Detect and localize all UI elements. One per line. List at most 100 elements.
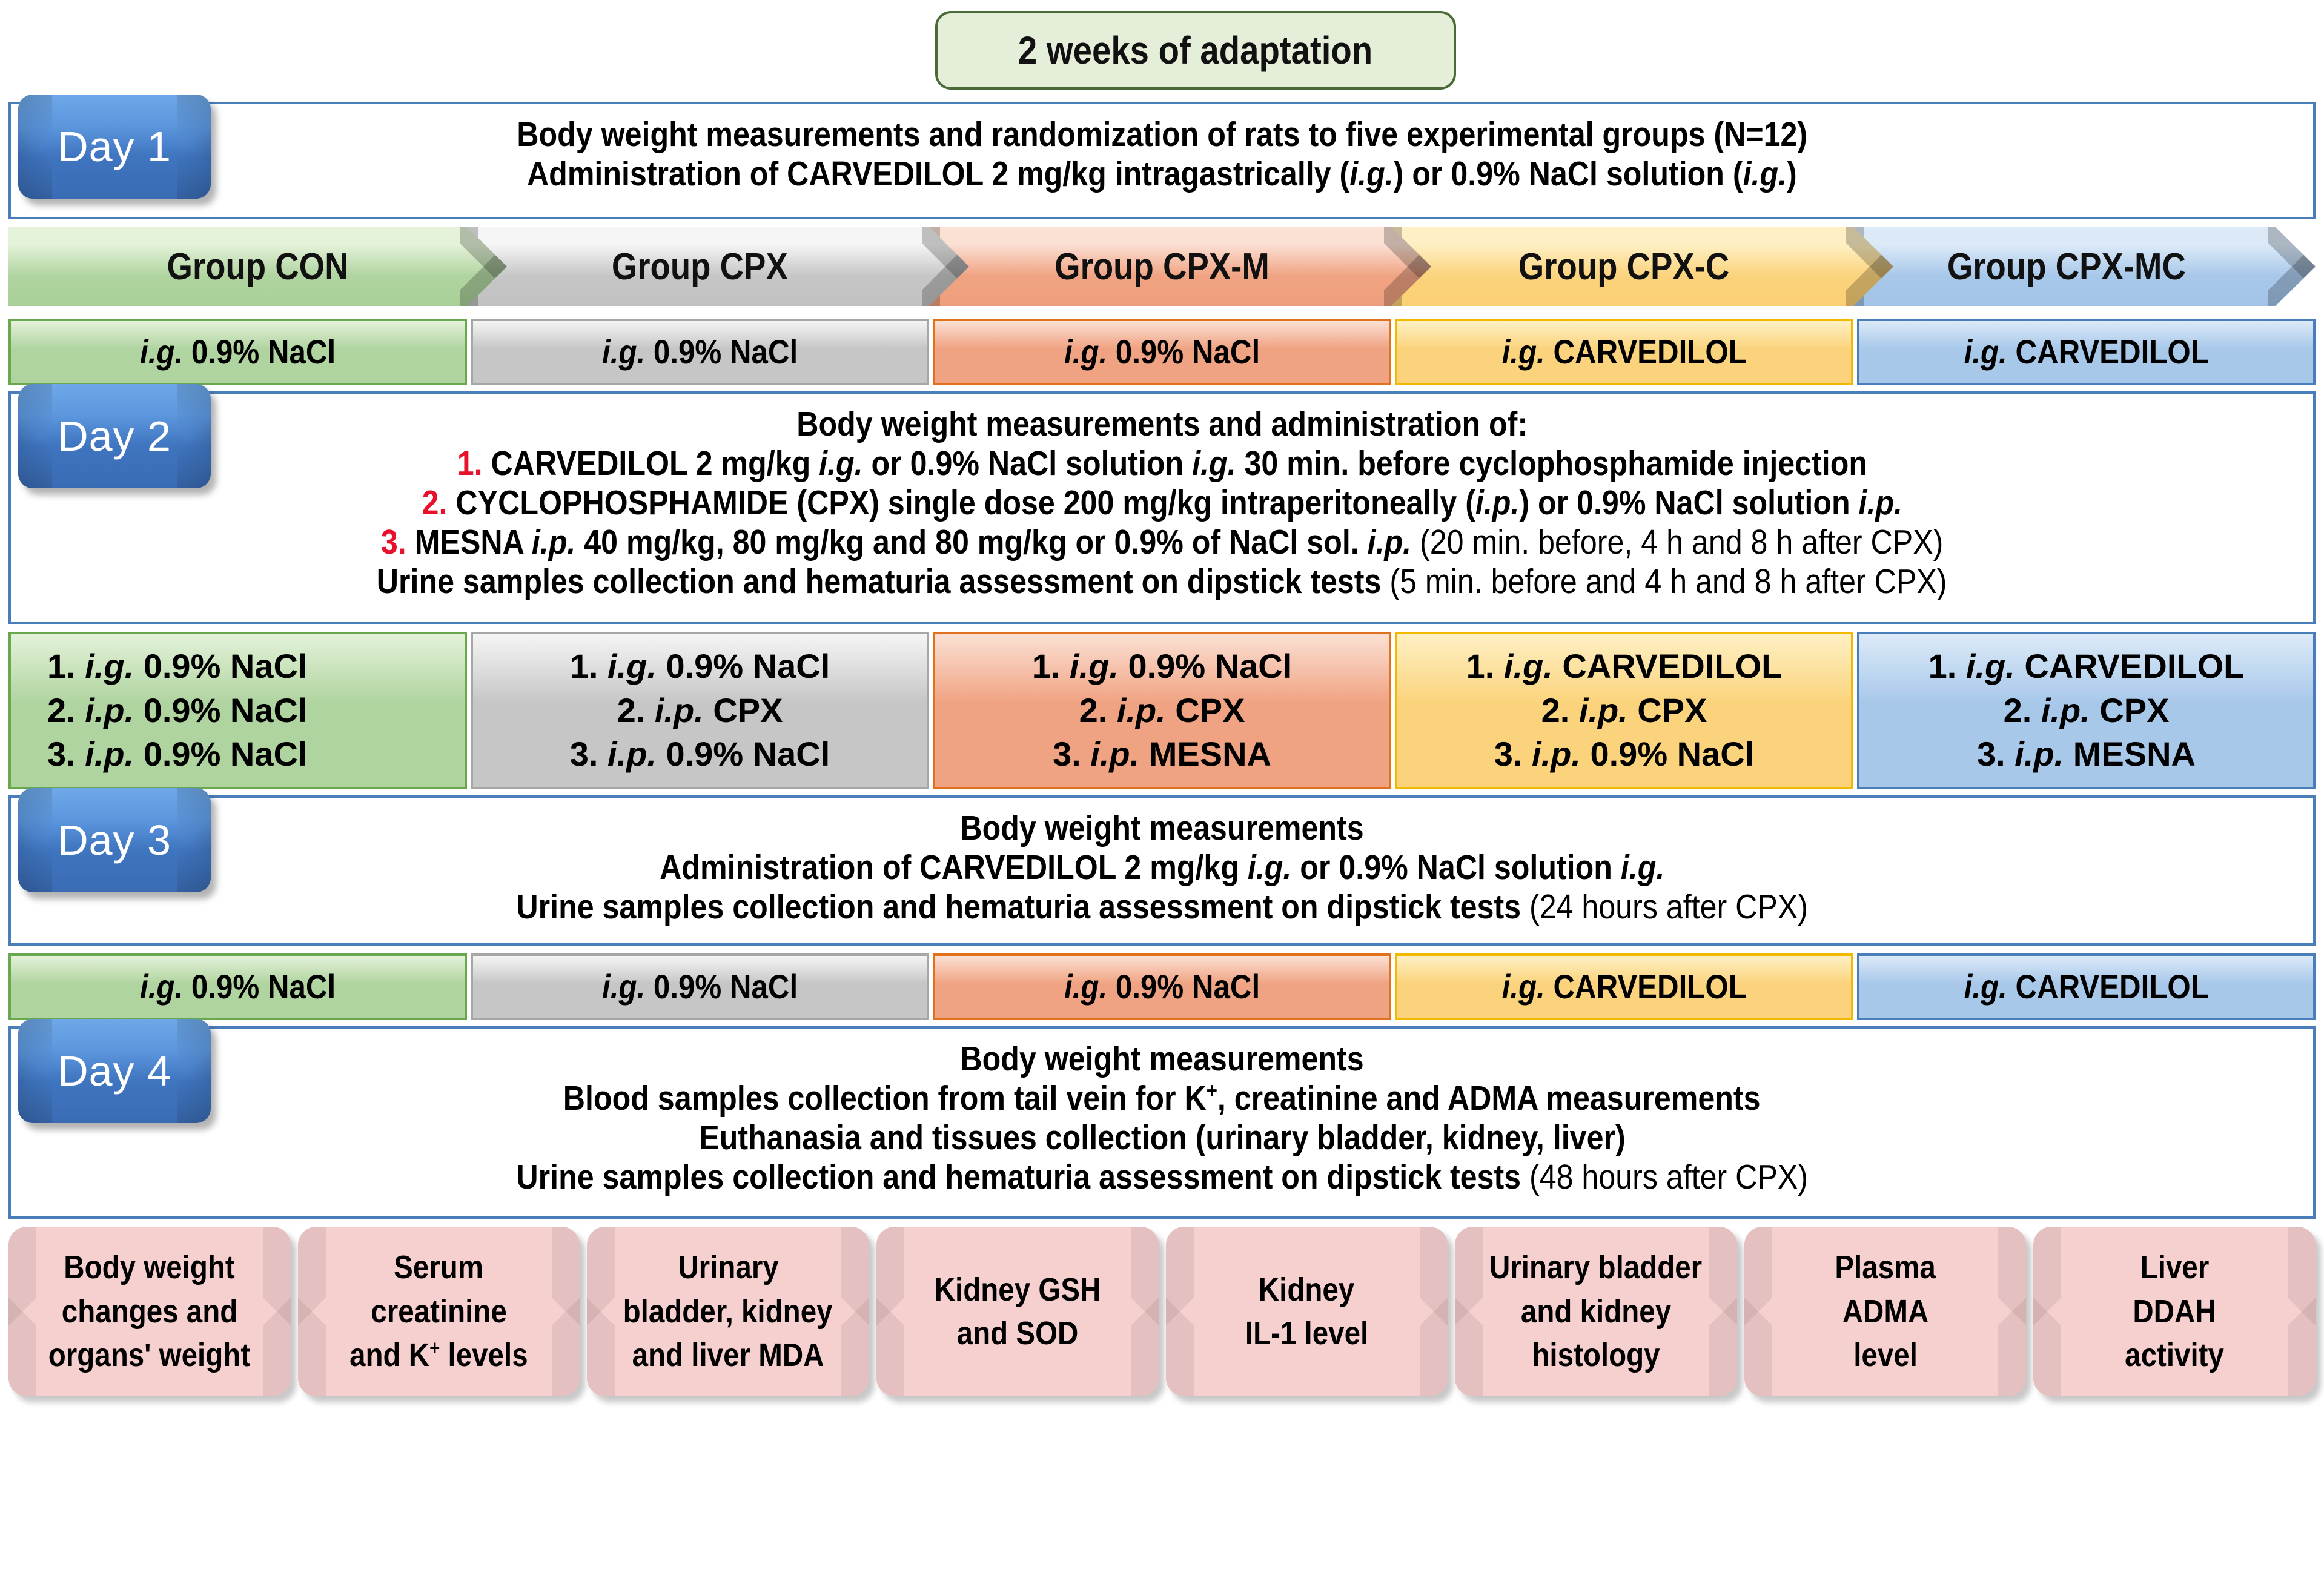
text-line: Body weight measurements and administrat… (796, 405, 1528, 443)
text-line: Body weight measurements (960, 1040, 1364, 1078)
day2-badge: Day 2 (18, 384, 211, 488)
outcome-line: Urinary bladder (1489, 1249, 1703, 1286)
dose-line: 2. i.p. 0.9% NaCl (47, 691, 308, 729)
outcome-pill[interactable]: Body weight changes and organs' weight (8, 1227, 291, 1396)
group-header-label: Group CPX-C (1518, 245, 1730, 288)
text-line: Urine samples collection and hematuria a… (516, 887, 1808, 926)
day1-badge-label: Day 1 (58, 123, 171, 170)
group-header-group-cpx-m[interactable]: Group CPX-M (893, 227, 1431, 306)
dose-cell: i.g. 0.9% NaCl (471, 953, 929, 1020)
outcome-line: Serum (394, 1249, 484, 1286)
text-line: 2. CYCLOPHOSPHAMIDE (CPX) single dose 20… (422, 483, 1902, 522)
dose-cell: i.g. CARVEDILOL (1395, 319, 1853, 385)
outcome-line: creatinine (371, 1293, 507, 1330)
outcome-line: and SOD (956, 1315, 1079, 1351)
text-line: Urine samples collection and hematuria a… (516, 1157, 1808, 1196)
dose-cell: i.g. CARVEDILOL (1857, 319, 2316, 385)
day1-text: Body weight measurements and randomizati… (11, 104, 2313, 205)
dose-line: 2. i.p. CPX (617, 691, 783, 729)
outcome-line: and K+ levels (349, 1337, 528, 1374)
text-line: Body weight measurements and randomizati… (517, 115, 1807, 154)
dose-cell: i.g. 0.9% NaCl (8, 319, 467, 385)
dose-cell-multiline: 1. i.g. 0.9% NaCl 2. i.p. 0.9% NaCl 3. i.p… (8, 632, 467, 789)
outcome-line: activity (2125, 1337, 2225, 1374)
dose-cell: i.g. 0.9% NaCl (933, 319, 1391, 385)
dose-line: 2. i.p. CPX (1079, 691, 1245, 729)
dose-cell: i.g. CARVEDILOL (1395, 953, 1853, 1020)
day3-badge-label: Day 3 (58, 817, 171, 864)
group-header-group-cpx-c[interactable]: Group CPX-C (1355, 227, 1893, 306)
day2-frame: Day 2 Body weight measurements and admin… (8, 384, 2316, 624)
dose-cell: i.g. 0.9% NaCl (933, 953, 1391, 1020)
outcome-pill[interactable]: Serum creatinine and K+ levels (297, 1227, 580, 1396)
dose-cell: i.g. 0.9% NaCl (471, 319, 929, 385)
dose-line: 1. i.g. CARVEDILOL (1466, 646, 1783, 685)
dose-line: 3. i.p. MESNA (1053, 735, 1271, 774)
dose-cell-multiline: 1. i.g. 0.9% NaCl 2. i.p. CPX 3. i.p. 0.9%… (471, 632, 929, 789)
outcome-line: Urinary (677, 1249, 779, 1286)
group-header-label: Group CPX-M (1054, 245, 1270, 288)
text-line: Administration of CARVEDILOL 2 mg/kg i.g… (659, 847, 1665, 887)
outcome-line: Body weight (64, 1249, 236, 1286)
group-header-label: Group CPX-MC (1947, 245, 2186, 288)
dose-line: 3. i.p. 0.9% NaCl (1494, 735, 1755, 774)
day1-badge: Day 1 (18, 95, 211, 199)
outcome-line: Kidney (1259, 1271, 1355, 1308)
outcome-line: ADMA (1842, 1293, 1928, 1330)
outcome-line: and kidney (1520, 1293, 1672, 1330)
outcome-pill[interactable]: Urinary bladder, kidney and liver MDA (587, 1227, 869, 1396)
outcome-line: DDAH (2133, 1293, 2216, 1330)
dose-line: 3. i.p. 0.9% NaCl (47, 735, 308, 774)
dose-cell: i.g. 0.9% NaCl (8, 953, 467, 1020)
dose-line: 1. i.g. 0.9% NaCl (569, 646, 830, 685)
text-line: Urine samples collection and hematuria a… (377, 562, 1947, 601)
outcome-line: Kidney GSH (934, 1271, 1101, 1308)
dose-line: 1. i.g. 0.9% NaCl (1031, 646, 1293, 685)
outcome-line: changes and (61, 1293, 238, 1330)
day2-text: Body weight measurements and administrat… (11, 394, 2313, 612)
dose-line: 2. i.p. CPX (2003, 691, 2170, 729)
outcome-line: Plasma (1835, 1249, 1936, 1286)
group-header-group-cpx[interactable]: Group CPX (431, 227, 969, 306)
day4-badge: Day 4 (18, 1019, 211, 1123)
group-header-label: Group CPX (611, 245, 789, 288)
adaptation-label: 2 weeks of adaptation (1018, 28, 1373, 72)
dose-line: 3. i.p. 0.9% NaCl (569, 735, 830, 774)
dose-cell: i.g. CARVEDILOL (1857, 953, 2316, 1020)
adaptation-row: 2 weeks of adaptation (8, 0, 2316, 102)
outcome-line: IL-1 level (1245, 1315, 1368, 1351)
text-line: Body weight measurements (960, 809, 1364, 847)
day2-badge-label: Day 2 (58, 413, 171, 460)
outcome-line: organs' weight (48, 1337, 251, 1374)
day1-frame: Day 1 Body weight measurements and rando… (8, 95, 2316, 219)
dose-line: 1. i.g. CARVEDILOL (1928, 646, 2245, 685)
text-line: 1. CARVEDILOL 2 mg/kg i.g. or 0.9% NaCl … (457, 443, 1867, 483)
group-header-label: Group CON (167, 245, 349, 288)
outcome-line: and liver MDA (632, 1337, 824, 1374)
outcome-line: Liver (2140, 1249, 2209, 1286)
outcome-line: level (1853, 1337, 1918, 1374)
text-line: Euthanasia and tissues collection (urina… (698, 1118, 1626, 1157)
outcome-line: histology (1532, 1337, 1660, 1374)
group-header-row: Group CON Group CPX Group CPX-M Group CPX-C… (8, 227, 2316, 313)
dose-cell-multiline: 1. i.g. 0.9% NaCl 2. i.p. CPX 3. i.p. MESN… (933, 632, 1391, 789)
day3-badge: Day 3 (18, 788, 211, 892)
text-line: Blood samples collection from tail vein … (563, 1078, 1761, 1118)
dose-line: 1. i.g. 0.9% NaCl (47, 646, 308, 685)
outcome-line: bladder, kidney (623, 1293, 833, 1330)
outcome-pill[interactable]: Kidney GSH and SOD (876, 1227, 1159, 1396)
day4-badge-label: Day 4 (58, 1047, 171, 1095)
chevron-bevel-right (2268, 227, 2316, 306)
outcome-pill[interactable]: Urinary bladder and kidney histology (1455, 1227, 1737, 1396)
group-header-group-con[interactable]: Group CON (8, 227, 507, 306)
